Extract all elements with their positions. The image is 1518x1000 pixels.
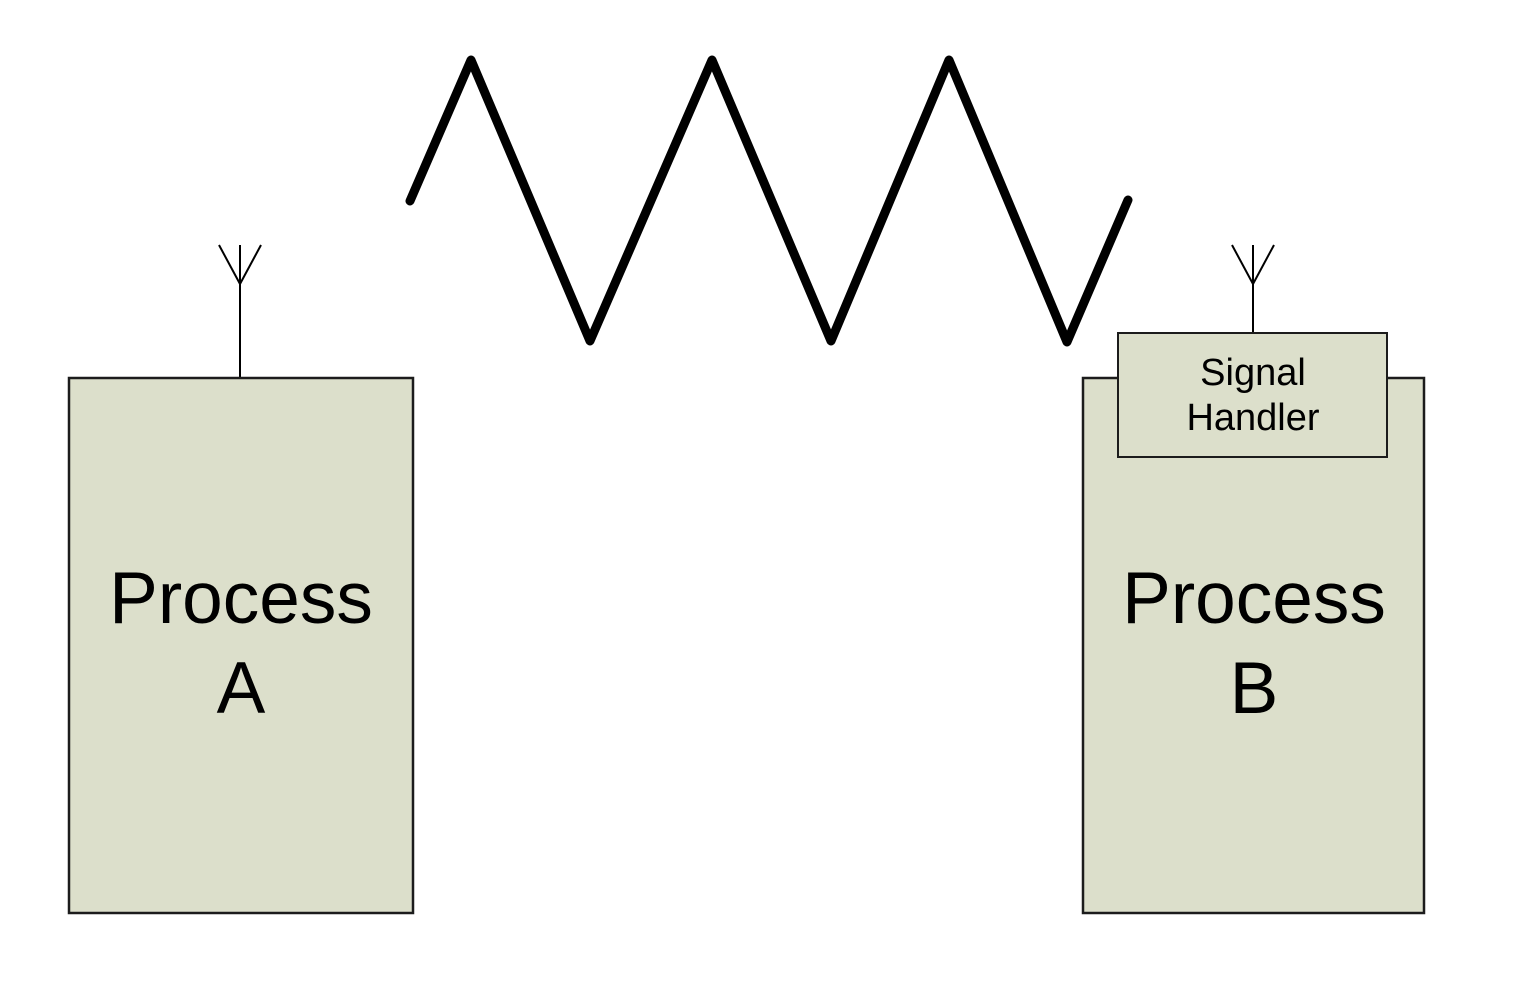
antenna-icon: [1231, 244, 1275, 333]
process-a-box: Process A: [67, 376, 415, 915]
antenna-icon: [218, 244, 262, 378]
signal-handler-box: Signal Handler: [1117, 332, 1388, 458]
process-a-label-line1: Process: [109, 558, 373, 639]
antenna-b-fork: [1231, 244, 1275, 287]
antenna-a-fork: [218, 244, 262, 287]
zigzag-signal-icon: [405, 55, 1133, 347]
process-a-rect: [67, 376, 415, 915]
signal-handler-label-line1: Signal: [1200, 352, 1306, 394]
signal-handler-label-line2: Handler: [1186, 397, 1319, 439]
process-b-box: Process B: [1081, 376, 1426, 915]
process-a-label-line2: A: [217, 648, 266, 729]
signal-handler-rect: [1117, 332, 1388, 458]
process-b-label-line1: Process: [1122, 558, 1386, 639]
process-b-rect: [1081, 376, 1426, 915]
process-b-label-line2: B: [1230, 648, 1279, 729]
